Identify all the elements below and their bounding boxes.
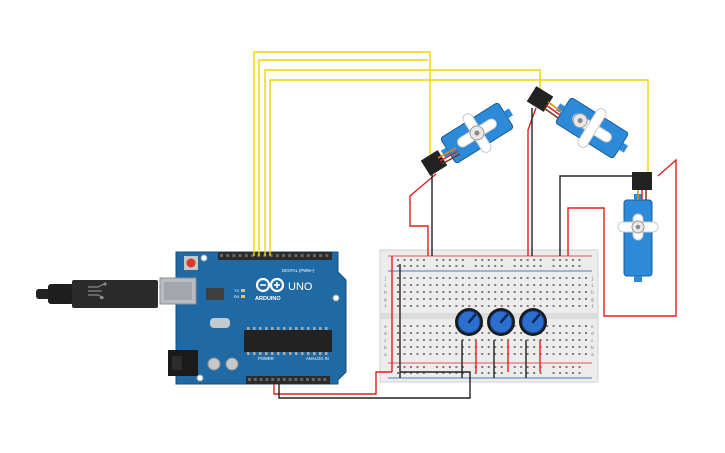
row-letter: d bbox=[591, 331, 594, 337]
arduino-uno-board[interactable]: UNO ARDUINO DIGITAL (PWM~) POWER ANALOG … bbox=[159, 251, 347, 385]
servo-4[interactable] bbox=[617, 194, 659, 282]
analog-header-label: ANALOG IN bbox=[306, 356, 329, 361]
power-wire-arduino[interactable] bbox=[273, 371, 392, 395]
potentiometer-2[interactable] bbox=[487, 308, 515, 336]
row-letter: f bbox=[591, 304, 594, 310]
servo-4-connector[interactable] bbox=[632, 172, 652, 200]
row-letter: f bbox=[384, 304, 387, 310]
row-letter: a bbox=[384, 353, 387, 358]
row-letter: g bbox=[384, 298, 387, 303]
yellow-signal-wires[interactable] bbox=[253, 51, 649, 256]
digital-header-label: DIGITAL (PWM~) bbox=[282, 268, 315, 273]
black-ground-wires[interactable] bbox=[278, 108, 646, 399]
servo-2[interactable] bbox=[546, 88, 637, 168]
board-brand-label: ARDUINO bbox=[255, 296, 281, 302]
row-letter: j bbox=[591, 276, 594, 282]
row-letter: i bbox=[384, 283, 387, 289]
row-letter: b bbox=[591, 345, 594, 351]
power-wire-servo1[interactable] bbox=[409, 173, 437, 256]
led-label-tx: TX bbox=[234, 288, 239, 293]
potentiometer-3[interactable] bbox=[519, 308, 547, 336]
row-letter: h bbox=[384, 290, 387, 296]
row-letter: h bbox=[591, 290, 594, 296]
potentiometer-1[interactable] bbox=[455, 308, 483, 336]
ground-wire-servo4[interactable] bbox=[559, 175, 646, 256]
row-letter: a bbox=[591, 353, 594, 358]
ground-wire-arduino[interactable] bbox=[278, 371, 471, 399]
signal-wire-3[interactable] bbox=[264, 69, 541, 256]
row-letter: e bbox=[591, 325, 594, 330]
signal-wire-4[interactable] bbox=[269, 79, 649, 256]
power-header-label: POWER bbox=[258, 356, 274, 361]
power-wire-servo4[interactable] bbox=[567, 158, 677, 317]
board-model-label: UNO bbox=[288, 281, 313, 293]
led-label-rx: RX bbox=[234, 294, 240, 299]
signal-wire-1[interactable] bbox=[253, 51, 431, 256]
row-letter: b bbox=[384, 345, 387, 351]
servo-1[interactable] bbox=[431, 93, 522, 173]
usb-cable[interactable] bbox=[36, 280, 158, 308]
row-letter: j bbox=[384, 276, 387, 282]
power-wire-servo2[interactable] bbox=[527, 107, 537, 256]
red-power-wires[interactable] bbox=[273, 107, 677, 395]
servo-1-connector[interactable] bbox=[420, 147, 461, 176]
arduino-logo-icon bbox=[255, 277, 285, 293]
row-letter: g bbox=[591, 298, 594, 303]
servo-2-connector[interactable] bbox=[526, 86, 563, 119]
row-letter: d bbox=[384, 331, 387, 337]
row-letter: e bbox=[384, 325, 387, 330]
signal-wire-2[interactable] bbox=[258, 59, 428, 256]
row-letter: i bbox=[591, 283, 594, 289]
row-letter: c bbox=[591, 339, 594, 344]
row-letter: c bbox=[384, 339, 387, 344]
